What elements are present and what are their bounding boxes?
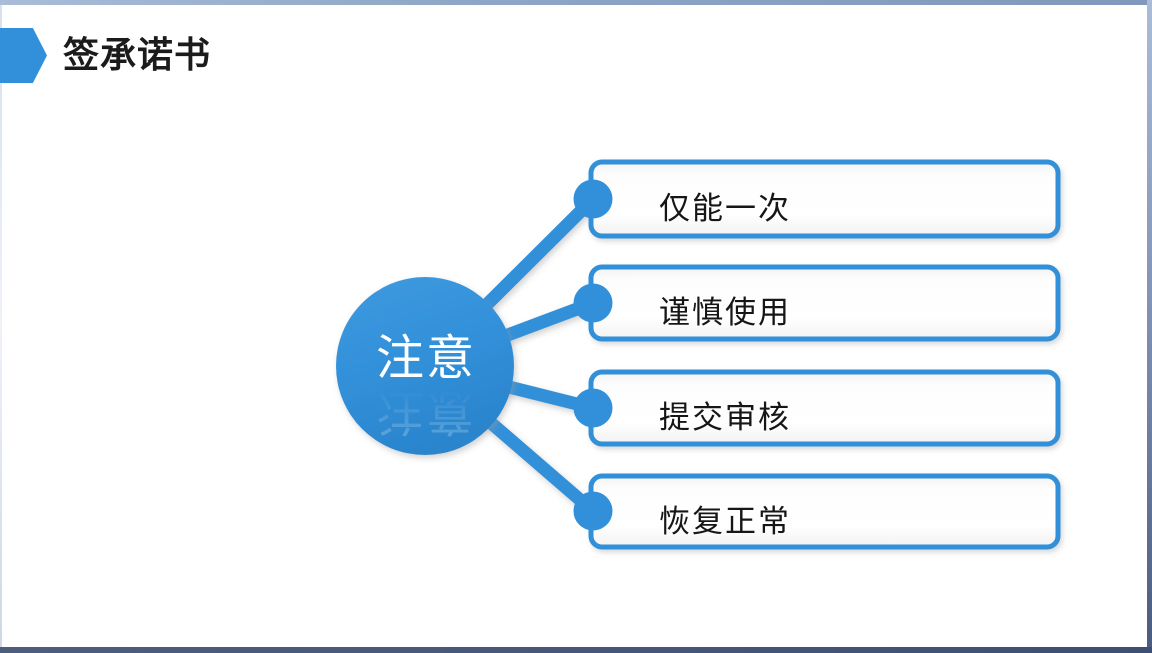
- connector-dot-4: [573, 491, 613, 531]
- node-box-2[interactable]: [588, 264, 1061, 342]
- connector-dot-1: [573, 179, 613, 219]
- hub-circle[interactable]: [336, 277, 514, 455]
- slide-border-top: [0, 0, 1152, 5]
- node-box-1[interactable]: [588, 159, 1061, 239]
- connector-dot-3: [573, 388, 613, 428]
- node-box-3[interactable]: [588, 369, 1061, 447]
- connector-dot-2: [573, 283, 613, 323]
- page-title: 签承诺书: [63, 35, 212, 76]
- node-boxes: [588, 159, 1061, 550]
- slide-border-bottom: [0, 647, 1152, 653]
- connector-dots: [573, 179, 613, 531]
- slide-header: 签承诺书: [0, 0, 1147, 110]
- node-box-4[interactable]: [588, 473, 1061, 550]
- slide-border-right: [1147, 0, 1152, 653]
- slide-border-left: [0, 0, 2, 653]
